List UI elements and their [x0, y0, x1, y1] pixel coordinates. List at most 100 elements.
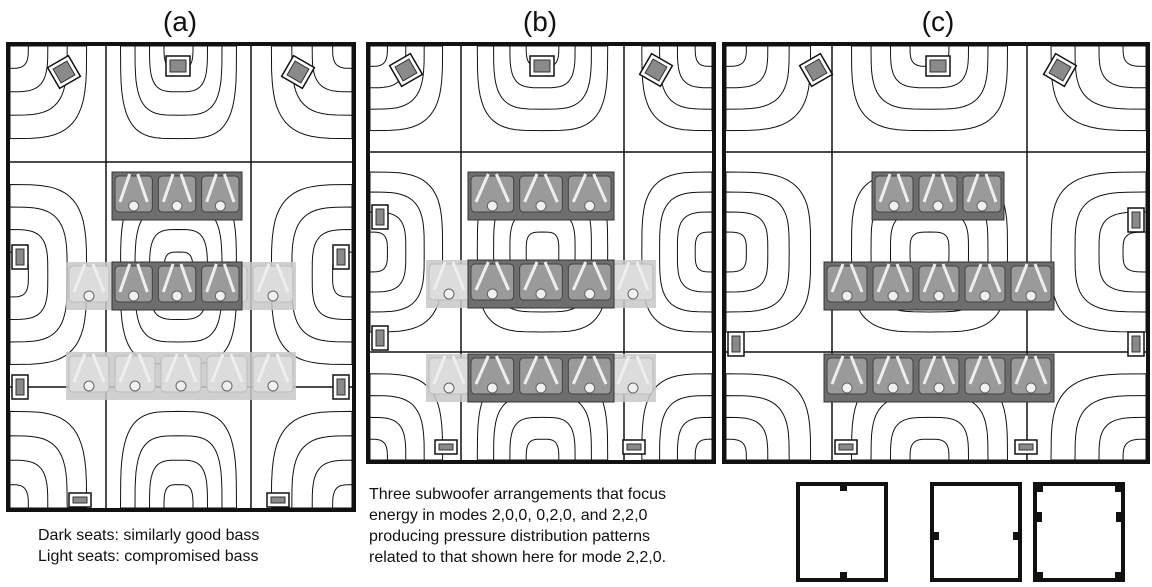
speaker-icon [434, 439, 458, 455]
seat-figure [616, 355, 650, 385]
speaker-icon [332, 374, 350, 400]
panel-label-a: (a) [162, 6, 198, 37]
seat-head [221, 380, 233, 392]
seat-figure [876, 263, 910, 293]
contour-line [369, 395, 425, 461]
seat [918, 357, 960, 395]
seat-head [129, 380, 141, 392]
caption-line-3: producing pressure distribution patterns [369, 528, 651, 545]
seat-head [1025, 290, 1037, 302]
speaker-driver [804, 58, 828, 82]
speaker-driver [52, 60, 76, 84]
seat [964, 265, 1006, 303]
contour-line [725, 45, 790, 110]
seat-figure [968, 263, 1002, 293]
speaker-driver [15, 248, 25, 266]
caption-line-1: Three subwoofer arrangements that focus [369, 486, 667, 503]
dark-seat-row [467, 353, 615, 403]
mini-layout-3 [1033, 482, 1125, 582]
speaker-driver [626, 443, 642, 451]
seat-figure [830, 263, 864, 293]
panel-label-c: (c) [921, 6, 955, 37]
seat [872, 265, 914, 303]
seat-figure [256, 353, 290, 383]
speaker-icon [638, 52, 674, 88]
contour-line [525, 438, 560, 461]
seat-head [443, 288, 455, 300]
contour-line [1098, 45, 1147, 89]
room-wall [6, 42, 356, 512]
seat-figure [161, 173, 193, 203]
contour-line [676, 416, 713, 461]
speaker-icon [11, 244, 29, 270]
dark-seat-row [111, 171, 243, 221]
seat-figure [523, 355, 559, 385]
contour-line [1122, 45, 1147, 67]
seat-figure [523, 261, 559, 291]
seat-head [584, 200, 596, 212]
subwoofer-mark [1115, 484, 1123, 492]
speaker-driver [270, 496, 286, 504]
contour-line [725, 45, 769, 89]
seat [1010, 265, 1052, 303]
seat-head [171, 200, 183, 212]
seat [872, 357, 914, 395]
contour-line [909, 438, 950, 461]
seat-head [214, 200, 226, 212]
mini-room-wall [1033, 482, 1125, 582]
seat-figure [571, 173, 608, 203]
subwoofer-mark [840, 572, 847, 580]
seat [1010, 357, 1052, 395]
speaker-icon [332, 244, 350, 270]
seat-head [932, 200, 944, 212]
speaker-driver [838, 443, 854, 451]
contour-line [9, 45, 49, 93]
speaker-driver [438, 443, 454, 451]
contour-line [369, 438, 388, 461]
contour-line [725, 191, 790, 313]
subwoofer-mark [840, 484, 847, 491]
seat [68, 265, 110, 303]
panel-label-b: (b) [522, 6, 558, 37]
seat-figure [876, 355, 910, 385]
seat-head [979, 290, 991, 302]
contour-line [1050, 373, 1147, 461]
contour-line [725, 211, 769, 293]
contour-line [163, 484, 194, 509]
seat-head [128, 290, 140, 302]
contour-line [725, 45, 812, 132]
contour-line [725, 416, 769, 461]
seat-head [267, 290, 279, 302]
seat-head [267, 380, 279, 392]
seat [160, 355, 202, 393]
caption-line-4: related to that shown here for mode 2,2,… [369, 549, 667, 566]
contour-line [9, 435, 68, 509]
seat-head [976, 200, 988, 212]
seat-figure [966, 173, 998, 203]
contour-line [1074, 395, 1147, 461]
seat-figure [922, 173, 954, 203]
contour-line [725, 373, 812, 461]
seat [470, 357, 515, 395]
contour-line [1122, 438, 1147, 461]
seat-figure [72, 353, 106, 383]
seat-figure [164, 353, 198, 383]
seat-figure [72, 263, 106, 293]
contour-line [725, 395, 790, 461]
speaker-driver [1048, 58, 1072, 82]
speaker-driver [15, 378, 25, 396]
contour-line [694, 231, 713, 273]
seat-head [841, 382, 853, 394]
seat-figure [523, 173, 559, 203]
seat [964, 357, 1006, 395]
contour-line [676, 45, 713, 89]
speaker-icon [798, 52, 834, 88]
seat-head [627, 288, 639, 300]
seat [567, 175, 612, 213]
seat-figure [118, 173, 149, 203]
contour-line [270, 45, 353, 140]
speaker-icon [11, 374, 29, 400]
speaker-icon [529, 55, 555, 77]
speaker-driver [336, 248, 346, 266]
speaker-icon [266, 492, 290, 508]
